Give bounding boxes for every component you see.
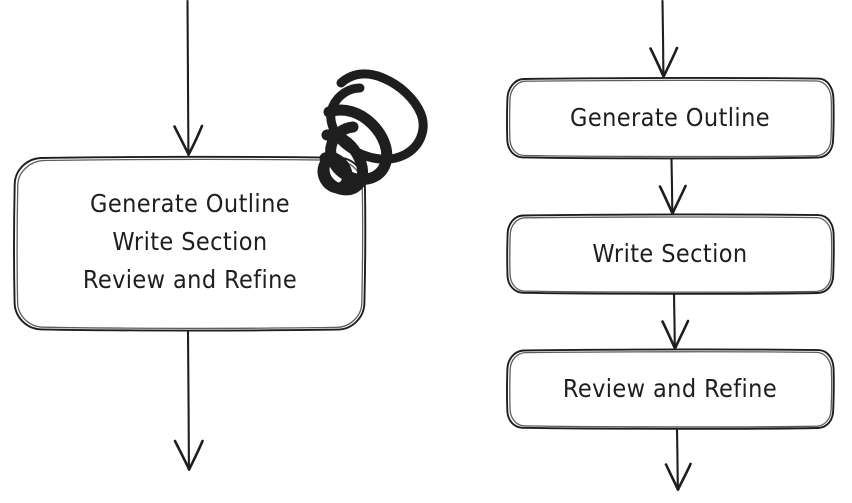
node-generate-outline[interactable]: Generate Outline	[506, 77, 835, 160]
arrow-write-section-to-review-and-refine	[661, 293, 690, 350]
merged-node-label: Generate Outline Write Section Review an…	[83, 189, 297, 294]
merged-label-line-3: Review and Refine	[83, 265, 297, 294]
merged-label-line-1: Generate Outline	[90, 189, 290, 218]
node-generate-outline-label: Generate Outline	[570, 103, 770, 132]
arrow-generate-outline-to-write-section	[658, 158, 687, 215]
node-review-and-refine[interactable]: Review and Refine	[506, 348, 835, 430]
node-review-and-refine-label: Review and Refine	[563, 374, 777, 403]
arrow-into-generate-outline	[649, 0, 679, 78]
node-write-section-label: Write Section	[592, 239, 747, 268]
merged-label-line-2: Write Section	[112, 227, 267, 256]
scribble-annotation[interactable]	[317, 69, 428, 196]
arrow-out-of-merged-node	[173, 330, 204, 471]
right-panel: Generate Outline Write Section	[506, 0, 835, 491]
left-panel: Generate Outline Write Section Review an…	[13, 0, 428, 471]
arrow-into-merged-node	[173, 0, 204, 156]
arrow-out-of-review-and-refine	[664, 428, 692, 491]
merged-node[interactable]	[13, 155, 367, 332]
node-write-section[interactable]: Write Section	[506, 213, 835, 295]
